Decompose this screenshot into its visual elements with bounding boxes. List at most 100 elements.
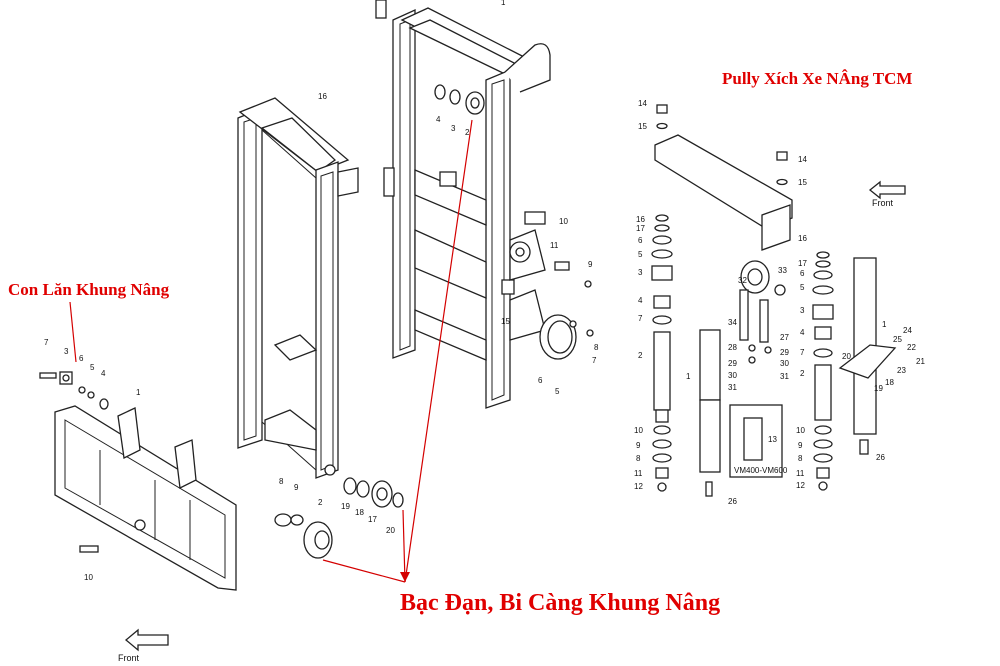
callout: 33 — [778, 266, 787, 275]
callout: 8 — [594, 343, 599, 352]
callout: 29 — [780, 348, 789, 357]
title-roller-frame: Con Lăn Khung Nâng — [8, 280, 170, 299]
callout: 18 — [885, 378, 894, 387]
callout: 25 — [893, 335, 902, 344]
callout: 15 — [798, 178, 807, 187]
callout: 9 — [588, 260, 593, 269]
callout: 17 — [636, 224, 645, 233]
top-bearing-set — [434, 84, 485, 115]
callout: 24 — [903, 326, 912, 335]
callout: 28 — [728, 343, 737, 352]
callout: 19 — [874, 384, 883, 393]
callout: 16 — [636, 215, 645, 224]
callout: 21 — [916, 357, 925, 366]
callout: 3 — [638, 268, 643, 277]
callout: 14 — [798, 155, 807, 164]
callout: 2 — [465, 128, 470, 137]
callout: 30 — [780, 359, 789, 368]
callout: 1 — [136, 388, 141, 397]
callout: 3 — [451, 124, 456, 133]
callout: 3 — [64, 347, 69, 356]
callout: 31 — [728, 383, 737, 392]
callout: 2 — [318, 498, 323, 507]
callout: 27 — [780, 333, 789, 342]
callout: 17 — [798, 259, 807, 268]
title-bearings: Bạc Đạn, Bi Càng Khung Nâng — [400, 590, 720, 616]
callout: 11 — [550, 241, 559, 250]
callout: 18 — [355, 508, 364, 517]
callout: 23 — [897, 366, 906, 375]
callout: 6 — [800, 269, 805, 278]
callout: 4 — [101, 369, 106, 378]
variant-label: VM400-VM600 — [734, 466, 788, 475]
side-roller-parts — [539, 280, 594, 360]
callout: 34 — [728, 318, 737, 327]
callout: 9 — [294, 483, 299, 492]
callout-numbers: 16 4 3 2 1 10 11 9 15 6 5 7 8 8 9 2 19 1… — [44, 0, 925, 582]
pointer-arrows — [69, 119, 473, 583]
callout: 20 — [842, 352, 851, 361]
fork-carriage — [54, 405, 237, 591]
callout: 22 — [907, 343, 916, 352]
front-arrow-left: Front — [118, 628, 169, 663]
lower-bearing-stack — [274, 477, 404, 559]
callout: 5 — [638, 250, 643, 259]
callout: 1 — [686, 372, 691, 381]
callout: 7 — [44, 338, 49, 347]
callout: 10 — [796, 426, 805, 435]
callout: 19 — [341, 502, 350, 511]
callout: 5 — [555, 387, 560, 396]
callout: 20 — [386, 526, 395, 535]
callout: 16 — [318, 92, 327, 101]
callout: 6 — [538, 376, 543, 385]
outer-mast-assembly — [237, 97, 359, 479]
callout: 15 — [501, 317, 510, 326]
callout: 12 — [796, 481, 805, 490]
front-label-right: Front — [872, 198, 894, 208]
callout: 1 — [882, 320, 887, 329]
front-label-left: Front — [118, 653, 140, 663]
callout: 5 — [800, 283, 805, 292]
callout: 1 — [501, 0, 506, 7]
callout: 15 — [638, 122, 647, 131]
callout: 7 — [638, 314, 643, 323]
callout: 8 — [798, 454, 803, 463]
callout: 13 — [768, 435, 777, 444]
callout: 3 — [800, 306, 805, 315]
callout: 6 — [638, 236, 643, 245]
lift-cylinder-assembly — [651, 104, 897, 497]
callout: 10 — [559, 217, 568, 226]
callout: 7 — [800, 348, 805, 357]
callout: 12 — [634, 482, 643, 491]
callout: 26 — [728, 497, 737, 506]
title-pulley-chain: Pully Xích Xe NÂng TCM — [722, 69, 912, 88]
inner-mast-assembly — [375, 0, 570, 409]
callout: 29 — [728, 359, 737, 368]
front-arrow-right: Front — [868, 180, 906, 208]
callout: 9 — [636, 441, 641, 450]
callout: 6 — [79, 354, 84, 363]
callout: 17 — [368, 515, 377, 524]
callout: 10 — [84, 573, 93, 582]
callout: 9 — [798, 441, 803, 450]
callout: 2 — [638, 351, 643, 360]
callout: 8 — [279, 477, 284, 486]
callout: 31 — [780, 372, 789, 381]
callout: 32 — [738, 276, 747, 285]
callout: 26 — [876, 453, 885, 462]
callout: 30 — [728, 371, 737, 380]
frame-roller-hardware — [39, 371, 109, 410]
callout: 11 — [796, 469, 805, 478]
callout: 4 — [436, 115, 441, 124]
callout: 4 — [638, 296, 643, 305]
callout: 10 — [634, 426, 643, 435]
callout: 14 — [638, 99, 647, 108]
callout: 5 — [90, 363, 95, 372]
callout: 8 — [636, 454, 641, 463]
callout: 16 — [798, 234, 807, 243]
callout: 4 — [800, 328, 805, 337]
callout: 2 — [800, 369, 805, 378]
callout: 7 — [592, 356, 597, 365]
